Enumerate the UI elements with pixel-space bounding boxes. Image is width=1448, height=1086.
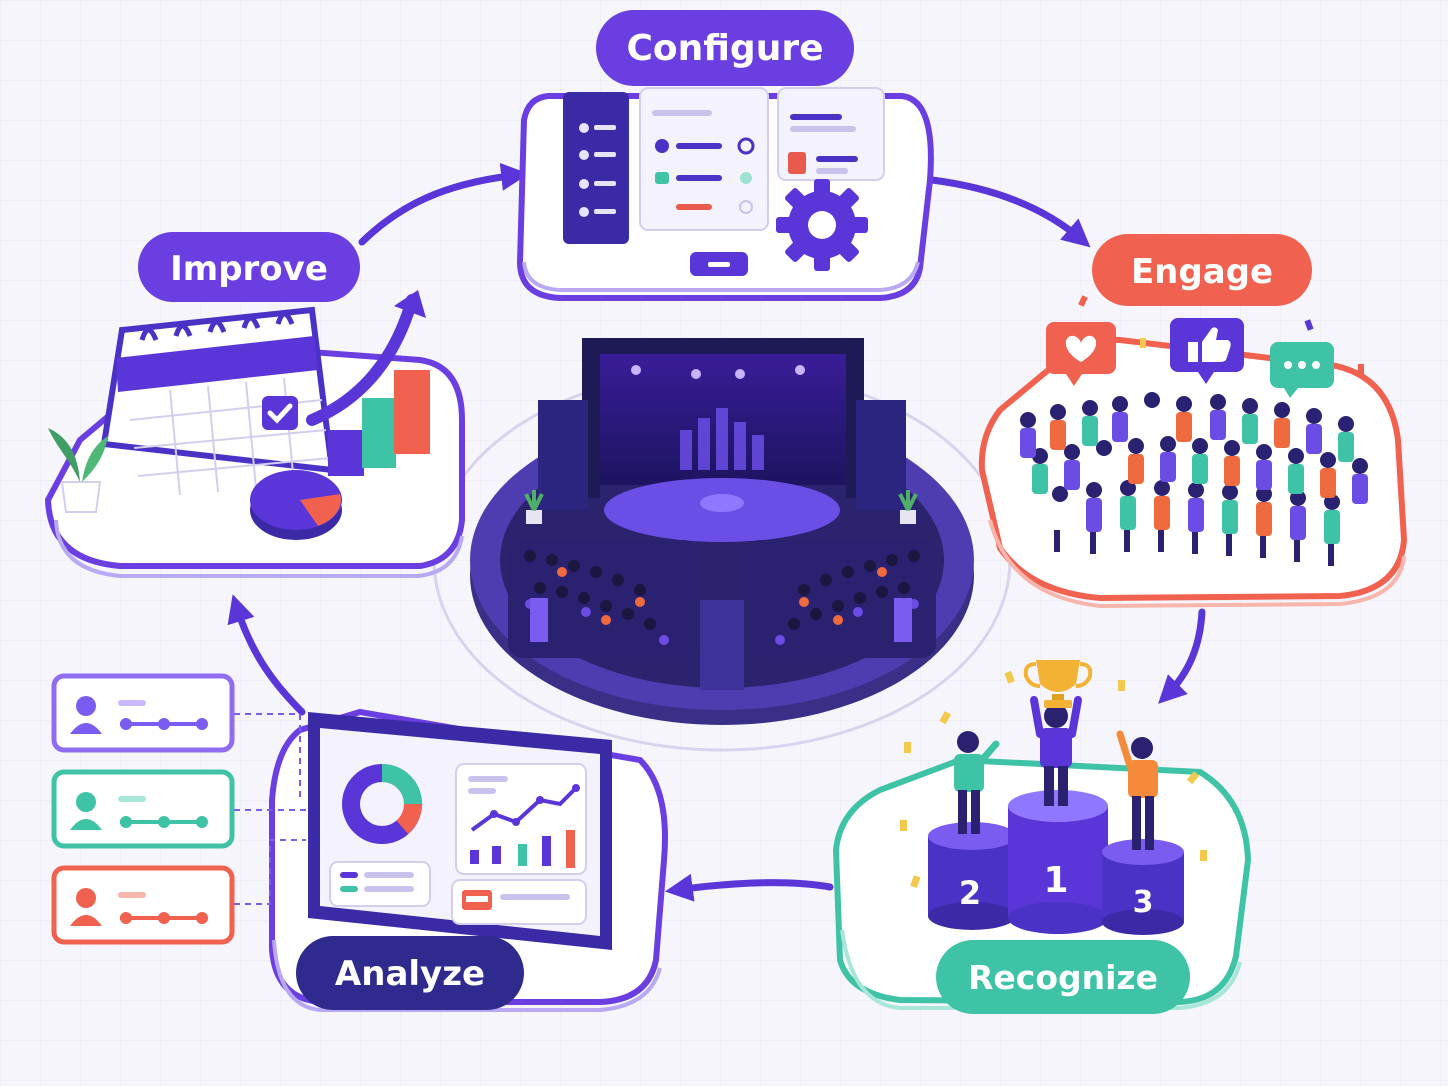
arrow-improve-to-configure	[358, 162, 530, 246]
gear-icon	[776, 179, 868, 271]
center-arena	[432, 338, 1012, 752]
profile-card-coral	[51, 865, 235, 945]
engage-stage	[978, 295, 1408, 609]
analytics-dashboard	[308, 712, 612, 950]
crowd	[1020, 392, 1368, 566]
profile-card-purple	[51, 673, 235, 753]
engage-label: Engage	[1092, 234, 1312, 306]
arena-plant-left	[524, 490, 544, 524]
analyze-stage	[51, 673, 668, 1012]
screen-bars	[680, 408, 764, 470]
user-icon	[70, 696, 102, 734]
card-connectors	[234, 713, 306, 905]
recognize-label-text: Recognize	[968, 958, 1158, 997]
config-sidebar	[563, 92, 629, 244]
calendar-icon	[100, 306, 336, 496]
arena-plant-right	[898, 490, 918, 524]
audience-right	[746, 540, 936, 658]
confetti-engage	[1078, 295, 1364, 374]
plant-icon	[48, 428, 108, 513]
dashboard-bars	[470, 830, 575, 868]
improve-label-text: Improve	[170, 249, 328, 289]
config-toggle-2	[655, 172, 669, 184]
check-icon	[262, 396, 298, 430]
winner-second	[954, 731, 1000, 834]
user-icon	[70, 792, 102, 830]
growth-arrow	[306, 294, 418, 426]
heart-icon	[1046, 322, 1116, 386]
arrow-configure-to-engage	[928, 176, 1091, 248]
trophy-icon	[1023, 660, 1093, 708]
confetti-recognize	[900, 670, 1207, 889]
improve-label: Improve	[138, 232, 360, 302]
winner-first	[1030, 696, 1082, 806]
podium-third-number: 3	[1133, 885, 1154, 920]
stage-lights	[631, 365, 805, 379]
stage-truss	[582, 338, 864, 354]
engage-label-text: Engage	[1131, 252, 1273, 292]
audience-left	[508, 540, 698, 658]
arrow-analyze-to-improve	[227, 594, 306, 716]
thumbs-up-icon	[1170, 318, 1244, 384]
config-toggle-1	[655, 139, 669, 153]
pie-chart-icon	[250, 470, 342, 540]
podium-second-number: 2	[959, 874, 981, 912]
analyze-label-text: Analyze	[335, 954, 485, 994]
configure-label-text: Configure	[626, 28, 823, 69]
bar-chart-icon	[328, 370, 430, 476]
podium: 2 1 3	[928, 790, 1184, 935]
user-icon	[70, 888, 102, 926]
profile-card-teal	[51, 769, 235, 849]
winner-third	[1116, 730, 1158, 850]
cycle-arrows	[227, 162, 1206, 902]
configure-stage	[516, 87, 934, 301]
improve-stage	[44, 290, 465, 578]
arrow-recognize-to-analyze	[664, 873, 834, 902]
donut-chart-icon	[342, 764, 422, 844]
chat-bubble-icon	[1270, 342, 1334, 398]
analyze-label: Analyze	[296, 936, 524, 1010]
podium-first-number: 1	[1043, 860, 1068, 901]
arrow-engage-to-recognize	[1158, 608, 1206, 704]
line-chart-icon	[470, 784, 580, 832]
configure-label: Configure	[596, 10, 854, 86]
recognize-label: Recognize	[936, 940, 1190, 1014]
config-main-panel	[639, 87, 769, 231]
